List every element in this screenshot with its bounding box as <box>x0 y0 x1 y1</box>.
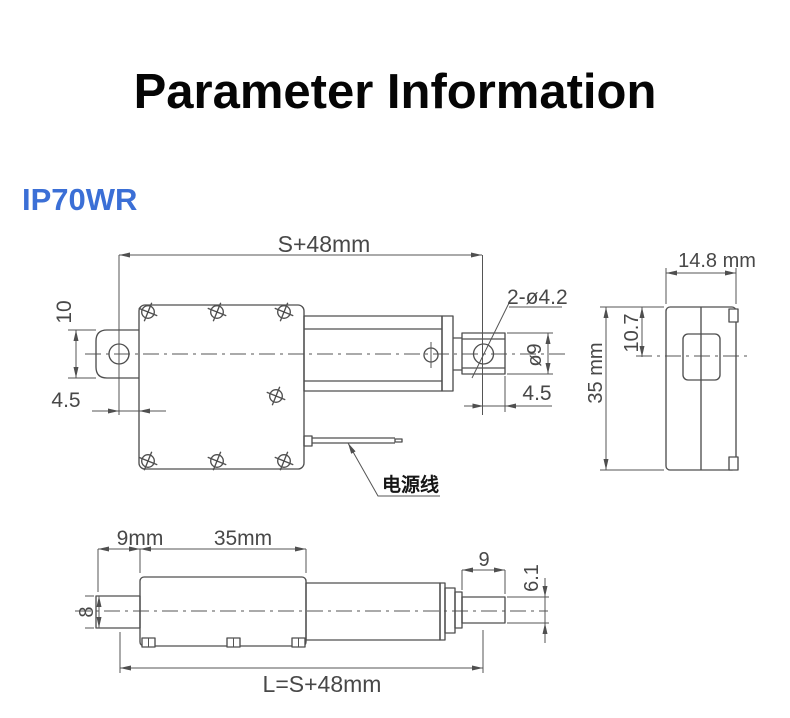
label-rod-tip-length: 9 <box>478 549 489 571</box>
arrowhead <box>73 367 79 378</box>
arrowhead <box>73 330 79 341</box>
arrowhead <box>119 252 130 258</box>
rod-end-edge-lines <box>462 338 505 369</box>
label-ear-width: 10 <box>53 300 76 323</box>
label-rod-tip-diameter: 6.1 <box>521 564 543 592</box>
arrowhead <box>96 596 102 607</box>
arrowhead <box>472 403 484 409</box>
label-total-length: L=S+48mm <box>263 671 382 697</box>
power-cable <box>312 437 395 444</box>
label-body-height: 35 mm <box>585 342 607 403</box>
arrowhead <box>545 333 551 344</box>
rod-end-hole <box>472 343 495 365</box>
screw-icon <box>207 451 227 471</box>
arrowhead <box>120 665 131 671</box>
arrowhead <box>725 270 736 276</box>
screw-icon <box>266 386 286 406</box>
arrowhead <box>603 307 609 318</box>
cable-tip <box>394 438 403 443</box>
label-power-cable: 电源线 <box>382 473 439 496</box>
model-name: IP70WR <box>22 182 138 217</box>
piston-rod <box>453 337 462 371</box>
leader-line-holes <box>471 302 562 379</box>
rod-collar-step <box>454 591 463 629</box>
arrowhead <box>108 408 119 414</box>
arrowhead <box>471 252 482 258</box>
clip-tab <box>728 456 739 471</box>
arrowhead <box>666 270 677 276</box>
tube-edge-lines <box>304 328 442 382</box>
arrowhead <box>639 346 645 357</box>
label-rod-end-offset: 4.5 <box>522 382 551 405</box>
leader-line-cable <box>347 442 440 497</box>
arrowhead <box>348 443 356 454</box>
tube-end-cap <box>441 315 454 392</box>
arrowhead <box>295 546 306 552</box>
arrowhead <box>129 546 140 552</box>
arrowhead <box>139 408 150 414</box>
extension-lines-rod-tip <box>461 570 506 594</box>
arrowhead <box>472 665 483 671</box>
arrowhead <box>505 403 516 409</box>
mounting-ear-top <box>95 595 141 629</box>
label-rod-end-diameter: ø9 <box>524 343 546 366</box>
extension-lines-height <box>600 306 664 471</box>
arrowhead <box>462 567 473 573</box>
label-body-width: 14.8 mm <box>678 250 756 272</box>
extension-lines-rod-diameter <box>507 596 549 624</box>
arrowhead <box>542 623 548 634</box>
label-ear-length: 9mm <box>117 527 164 550</box>
rod-tip <box>461 596 506 624</box>
clip-tab <box>728 308 739 323</box>
extension-lines-total-length <box>119 630 484 673</box>
arrowhead <box>603 459 609 470</box>
screw-icon <box>274 302 294 322</box>
page-title: Parameter Information <box>133 65 657 119</box>
extension-lines-rod-end-dia <box>507 332 553 375</box>
end-view: 14.8 mm 35 mm 10.7 <box>585 250 756 471</box>
arrowhead <box>140 546 151 552</box>
body-tabs <box>141 637 306 648</box>
label-ear-offset: 4.5 <box>51 389 80 412</box>
extension-lines-ear-width <box>68 329 96 379</box>
screw-icon <box>274 451 294 471</box>
screw-icon <box>138 302 158 322</box>
screws <box>138 302 294 471</box>
screw-icon <box>207 302 227 322</box>
arrowhead <box>96 617 102 628</box>
side-view: S+48mm 10 4.5 2-ø4.2 ø9 <box>51 231 568 497</box>
cable-connector <box>303 435 313 447</box>
extension-lines-total <box>118 255 483 415</box>
arrowhead <box>639 307 645 318</box>
extension-lines-width <box>665 268 737 304</box>
arrowhead <box>542 586 548 597</box>
arrowhead <box>545 363 551 374</box>
extension-lines-ear-body <box>97 549 307 592</box>
label-ear-thickness: 8 <box>76 606 98 617</box>
rod-end-front-face <box>682 333 721 381</box>
top-view: 9mm 35mm 8 9 6.1 L=S+48mm <box>75 527 549 697</box>
arrowhead <box>494 567 505 573</box>
rod-end-block <box>461 332 506 375</box>
label-axis-offset: 10.7 <box>621 314 643 353</box>
screw-icon <box>138 451 158 471</box>
arrowhead <box>98 546 109 552</box>
label-body-length: 35mm <box>214 527 272 550</box>
extension-lines-ear-thickness <box>85 595 94 629</box>
mounting-ear <box>95 329 139 379</box>
label-holes-callout: 2-ø4.2 <box>507 286 568 309</box>
label-total-length: S+48mm <box>278 231 371 257</box>
